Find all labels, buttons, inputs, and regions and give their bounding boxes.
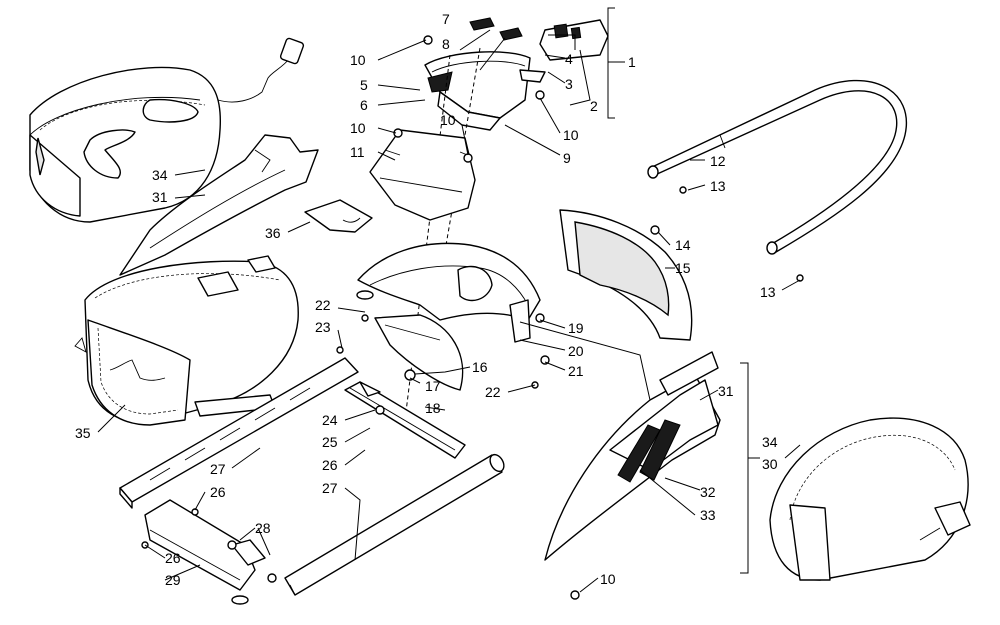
callout-26-b: 26 (210, 484, 226, 500)
callout-30: 30 (762, 456, 778, 472)
callout-2: 2 (590, 98, 598, 114)
saddlebag-left-lower (74, 255, 299, 426)
callout-7: 7 (442, 11, 450, 27)
callout-33: 33 (700, 507, 716, 523)
callout-4: 4 (565, 51, 573, 67)
callout-10-c: 10 (440, 112, 456, 128)
callout-10-e: 10 (600, 571, 616, 587)
callout-13-b: 13 (760, 284, 776, 300)
callout-24: 24 (322, 412, 338, 428)
pad-36 (304, 199, 373, 233)
callout-18: 18 (425, 400, 441, 416)
leader-lines (97, 7, 801, 593)
callout-22-a: 22 (315, 297, 331, 313)
tail-light-assembly (404, 17, 609, 421)
callout-28: 28 (255, 520, 271, 536)
callout-26-c: 26 (165, 550, 181, 566)
callout-27-b: 27 (322, 480, 338, 496)
callout-25: 25 (322, 434, 338, 450)
side-panel-right (544, 351, 721, 561)
callout-27-a: 27 (210, 461, 226, 477)
saddlebag-right (769, 417, 971, 581)
rear-fender-16 (357, 242, 541, 391)
rail-27-lower (284, 453, 505, 596)
callout-16: 16 (472, 359, 488, 375)
callout-36: 36 (265, 225, 281, 241)
grab-bar-12 (647, 79, 908, 255)
saddlebag-left-upper (29, 37, 305, 223)
fasteners (141, 35, 804, 605)
bracket-24-26 (344, 381, 466, 459)
callout-32: 32 (700, 484, 716, 500)
callout-31-b: 31 (718, 383, 734, 399)
callout-35: 35 (75, 425, 91, 441)
callout-34-b: 34 (762, 434, 778, 450)
side-panel-upper (119, 134, 319, 276)
callout-10-b: 10 (350, 120, 366, 136)
callout-19: 19 (568, 320, 584, 336)
callout-15: 15 (675, 260, 691, 276)
callout-34-a: 34 (152, 167, 168, 183)
callout-labels: 1 2 3 4 5 6 7 8 9 10 10 10 10 10 11 12 1… (75, 11, 778, 588)
callout-10-d: 10 (563, 127, 579, 143)
side-panel-15 (559, 209, 693, 341)
callout-22-b: 22 (485, 384, 501, 400)
plate-bracket-11 (369, 129, 476, 221)
callout-5: 5 (360, 77, 368, 93)
bracket-29 (144, 499, 266, 591)
callout-9: 9 (563, 150, 571, 166)
callout-10-a: 10 (350, 52, 366, 68)
callout-8: 8 (442, 36, 450, 52)
callout-21: 21 (568, 363, 584, 379)
callout-29: 29 (165, 572, 181, 588)
callout-31-a: 31 (152, 189, 168, 205)
callout-23: 23 (315, 319, 331, 335)
callout-3: 3 (565, 76, 573, 92)
callout-26-a: 26 (322, 457, 338, 473)
callout-13-a: 13 (710, 178, 726, 194)
callout-12: 12 (710, 153, 726, 169)
callout-20: 20 (568, 343, 584, 359)
callout-17: 17 (425, 378, 441, 394)
callout-14: 14 (675, 237, 691, 253)
callout-1: 1 (628, 54, 636, 70)
rail-27-upper (119, 357, 359, 509)
callout-11: 11 (350, 144, 365, 160)
callout-6: 6 (360, 97, 368, 113)
